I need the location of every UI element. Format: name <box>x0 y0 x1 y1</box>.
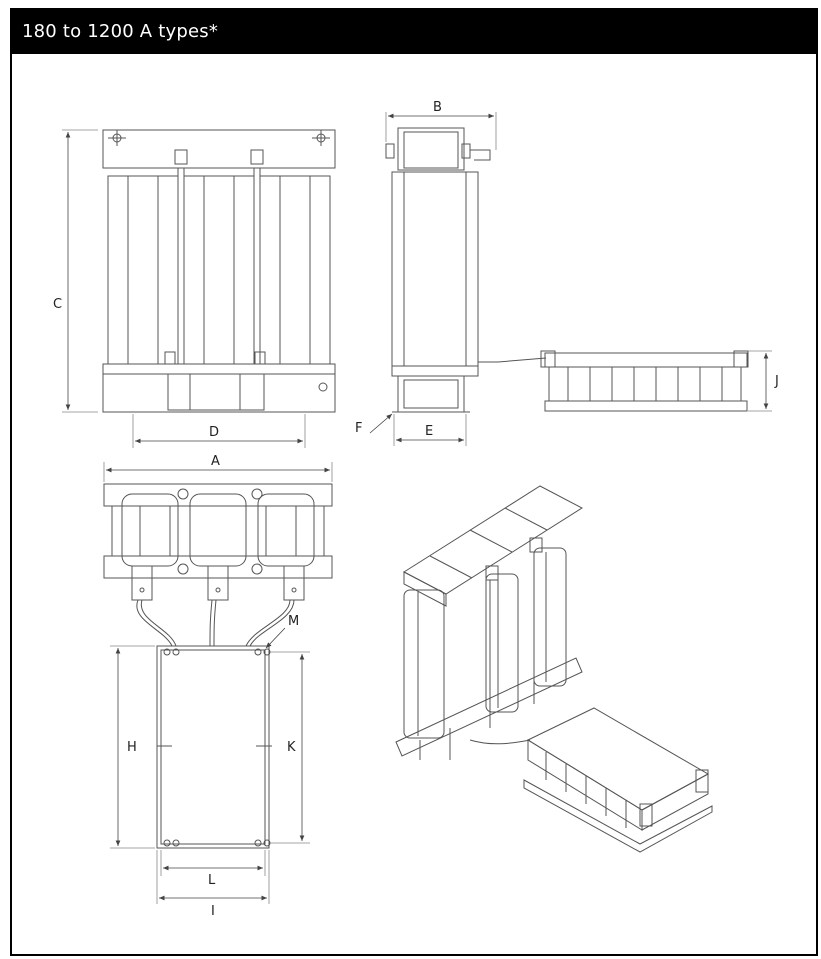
side-view <box>385 127 498 413</box>
resistor-side-view <box>497 350 749 412</box>
dimension-F: F <box>355 413 393 436</box>
dim-label-L: L <box>208 873 216 888</box>
dim-label-E: E <box>425 424 433 439</box>
dimension-B: B <box>385 100 497 150</box>
dim-label-F: F <box>355 421 362 436</box>
dim-label-H: H <box>127 740 137 755</box>
page-title: 180 to 1200 A types* <box>22 21 219 42</box>
top-view <box>103 483 333 647</box>
header-bar: 180 to 1200 A types* <box>12 10 816 54</box>
isometric-view <box>395 485 713 853</box>
front-view <box>102 129 336 413</box>
dimension-I: I <box>156 850 270 919</box>
dim-label-I: I <box>211 904 215 919</box>
dimension-A: A <box>103 454 333 482</box>
dimension-J: J <box>748 350 779 412</box>
dimension-L: L <box>160 850 266 888</box>
dim-label-D: D <box>209 425 219 440</box>
resistor-plate-view <box>156 645 272 849</box>
dim-label-J: J <box>774 374 779 389</box>
dimension-C: C <box>53 129 98 413</box>
dimension-M: M <box>265 614 299 649</box>
dim-label-M: M <box>288 614 299 629</box>
dim-label-A: A <box>211 454 220 469</box>
dimension-K: K <box>270 651 310 844</box>
dim-label-C: C <box>53 297 62 312</box>
dim-label-B: B <box>433 100 442 115</box>
page-frame: 180 to 1200 A types* <box>10 8 818 956</box>
dimension-H: H <box>110 645 155 849</box>
dim-label-K: K <box>287 740 296 755</box>
dimension-E: E <box>393 414 467 446</box>
dimension-D: D <box>132 414 306 448</box>
